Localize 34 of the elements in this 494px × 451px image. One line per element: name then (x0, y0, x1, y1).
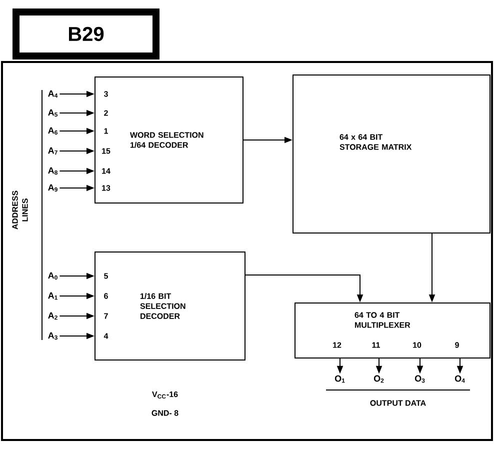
signal-name: A$_{1}$ (48, 292, 58, 300)
signal-name: A$_{9}$ (48, 184, 58, 192)
bus-label: OUTPUT DATA (370, 400, 426, 406)
pin-number: 1 (104, 128, 108, 134)
pin-number: 6 (104, 293, 108, 299)
pin-number: 14 (102, 168, 110, 174)
title-box: B29 (12, 8, 160, 60)
memory-box: 64 x 64 BIT STORAGE MATRIX (292, 74, 490, 234)
pin-number: 12 (333, 342, 342, 348)
pin-number: 2 (104, 110, 108, 116)
supply-label: GND- 8 (152, 410, 178, 416)
signal-name: A$_{4}$ (48, 90, 58, 98)
signal-name: A$_{3}$ (48, 332, 58, 340)
pin-number: 11 (372, 342, 380, 348)
signal-name: A$_{5}$ (48, 109, 58, 117)
pin-number: 4 (104, 333, 108, 339)
signal-name: O$_{2}$ (374, 375, 384, 383)
pin-number: 13 (102, 185, 110, 191)
signal-name: A$_{2}$ (48, 312, 58, 320)
pin-number: 3 (104, 91, 108, 97)
pin-number: 15 (102, 148, 110, 154)
signal-name: O$_{1}$ (334, 375, 345, 383)
supply-label: V$_{CC}$-16 (152, 391, 178, 399)
pin-number: 7 (104, 313, 108, 319)
pin-number: 9 (455, 342, 459, 348)
signal-name: A$_{6}$ (48, 127, 58, 135)
signal-name: A$_{7}$ (48, 147, 58, 155)
axis-label: ADDRESS LINES (12, 190, 28, 230)
signal-name: O$_{4}$ (454, 375, 465, 383)
signal-name: A$_{8}$ (48, 167, 58, 175)
pin-number: 5 (104, 273, 108, 279)
pin-number: 10 (413, 342, 422, 348)
signal-name: O$_{3}$ (414, 375, 425, 383)
signal-name: A$_{0}$ (48, 272, 58, 280)
